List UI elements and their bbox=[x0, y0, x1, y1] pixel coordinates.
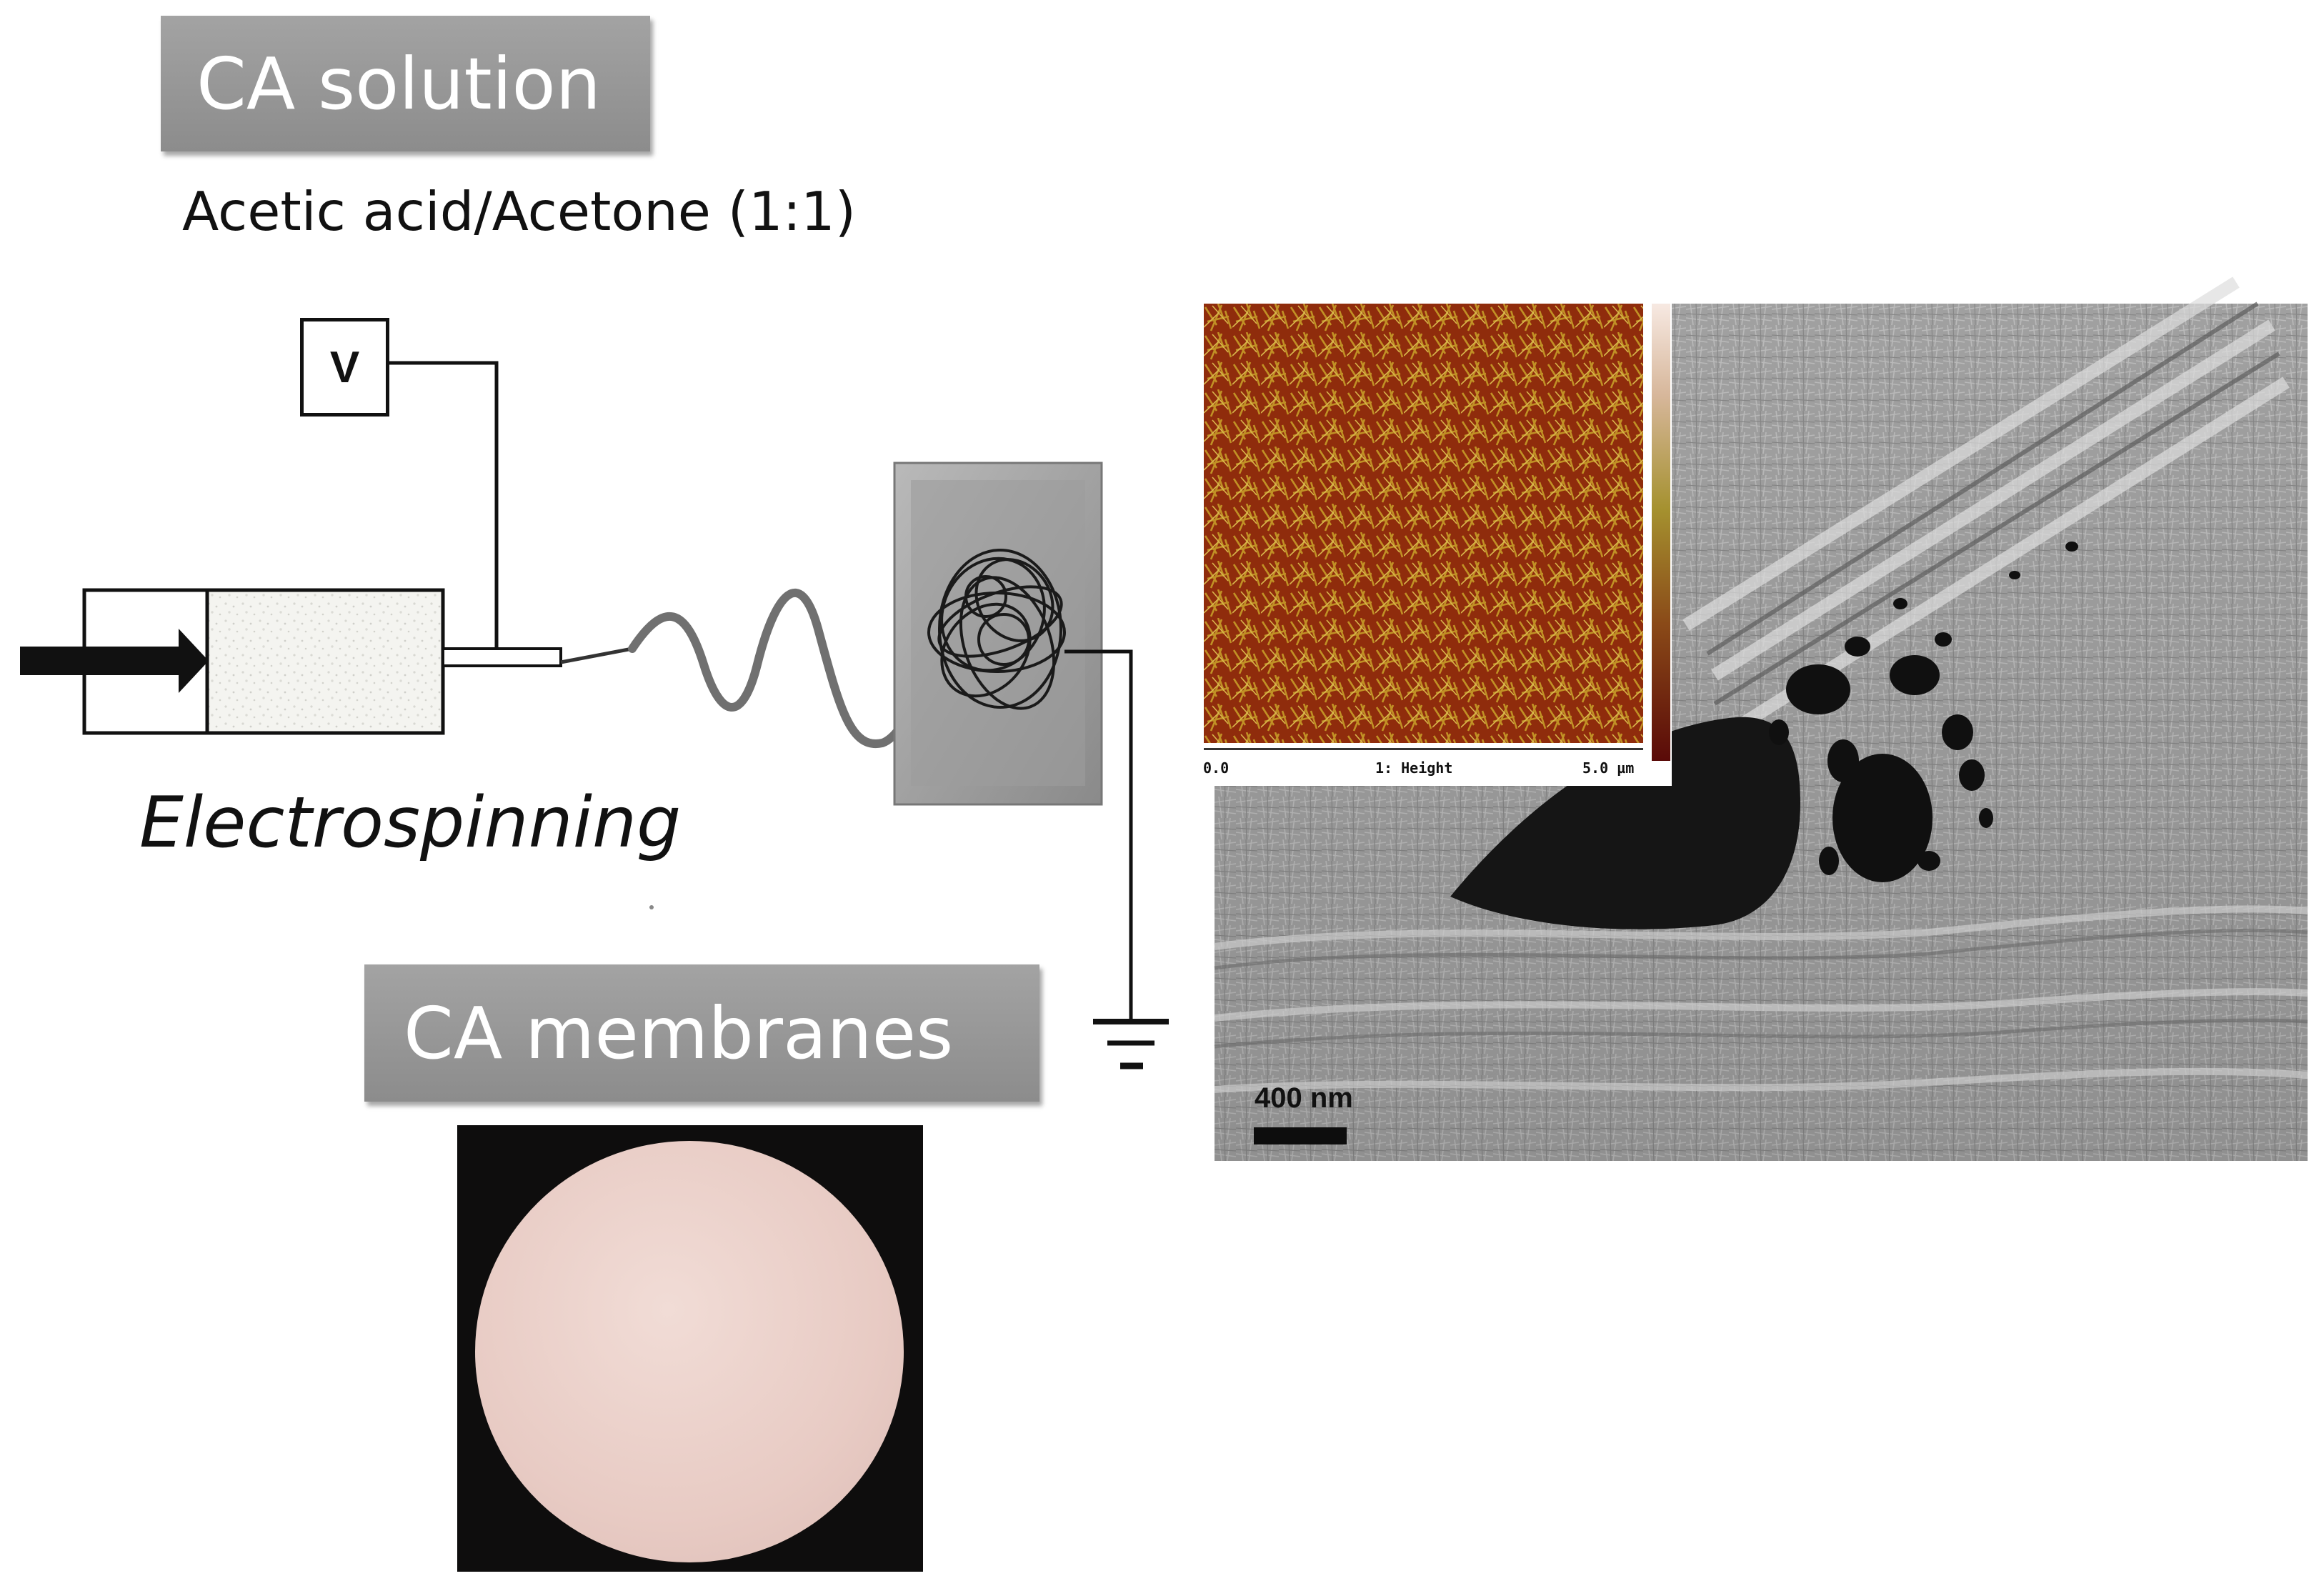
afm-axis-start: 0.0 bbox=[1203, 759, 1230, 777]
ground-wire bbox=[1064, 649, 1133, 1022]
sem-micrograph: 0.0 1: Height 5.0 µm 400 nm bbox=[1200, 276, 2308, 1161]
ground-icon bbox=[1093, 1019, 1169, 1069]
voltage-wire bbox=[389, 361, 499, 649]
sem-scale-label: 400 nm bbox=[1255, 1082, 1353, 1114]
push-arrow-shaft bbox=[20, 647, 181, 675]
electrospinning-label: Electrospinning bbox=[139, 782, 682, 864]
afm-axis-end: 5.0 µm bbox=[1582, 759, 1635, 777]
voltage-source-box: V bbox=[300, 318, 389, 417]
solvent-ratio-text: Acetic acid/Acetone (1:1) bbox=[182, 180, 856, 243]
syringe-barrel bbox=[205, 588, 445, 735]
sem-scale-bar bbox=[1254, 1127, 1347, 1144]
membrane-disc bbox=[475, 1141, 904, 1562]
dot-mark bbox=[649, 905, 654, 909]
jet-start bbox=[560, 647, 633, 664]
sem-cavity bbox=[1450, 717, 1800, 929]
syringe-needle bbox=[442, 647, 562, 667]
voltage-label: V bbox=[329, 342, 360, 392]
membrane-photo bbox=[457, 1125, 923, 1572]
afm-colorbar bbox=[1652, 304, 1670, 761]
fiber-mat-icon bbox=[927, 549, 1066, 710]
ca-membranes-label: CA membranes bbox=[404, 991, 954, 1075]
afm-axis bbox=[1204, 748, 1643, 753]
afm-height-image bbox=[1204, 304, 1643, 743]
afm-height-map-inset: 0.0 1: Height 5.0 µm bbox=[1200, 304, 1672, 786]
ca-membranes-label-box: CA membranes bbox=[364, 964, 1039, 1102]
ca-solution-label: CA solution bbox=[196, 41, 602, 126]
afm-axis-title: 1: Height bbox=[1375, 759, 1453, 777]
push-arrow-head bbox=[179, 629, 209, 693]
ca-solution-label-box: CA solution bbox=[161, 16, 650, 151]
fiber-jet-icon bbox=[628, 588, 940, 749]
